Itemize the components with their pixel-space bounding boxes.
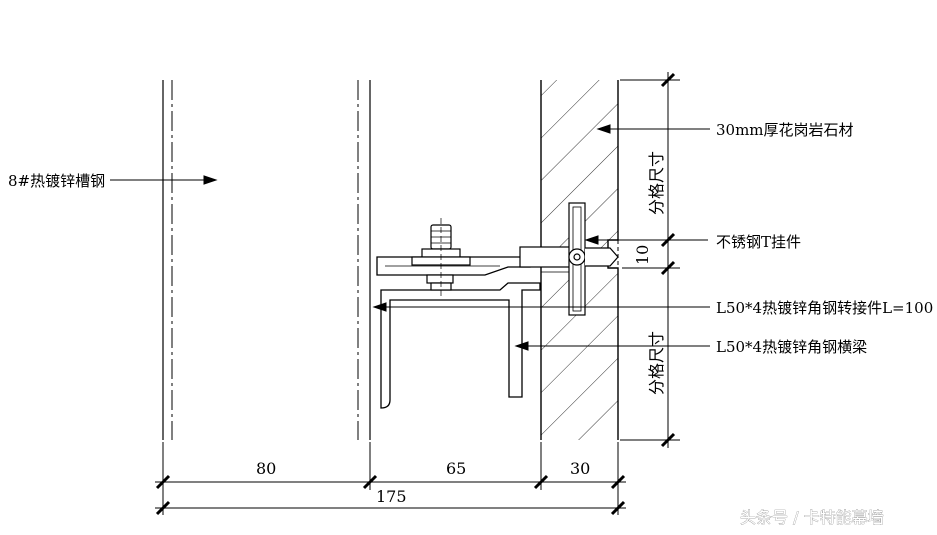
label-angle-beam: L50*4热镀锌角钢横梁 [716, 338, 867, 356]
channel-steel [162, 80, 371, 440]
label-gap-10: 10 [633, 245, 652, 265]
dim-65: 65 [446, 459, 466, 478]
dim-175: 175 [376, 487, 407, 506]
dim-30: 30 [570, 459, 590, 478]
bottom-dimensions [155, 442, 626, 516]
label-grid-size-bottom: 分格尺寸 [647, 331, 666, 395]
dim-80: 80 [256, 459, 276, 478]
label-grid-size-top: 分格尺寸 [647, 151, 666, 215]
leader-lines [110, 124, 710, 351]
label-angle-connector: L50*4热镀锌角钢转接件L=100 [716, 299, 933, 317]
label-t-hanger: 不锈钢T挂件 [716, 233, 801, 251]
t-hanger [519, 202, 619, 316]
grid-dimension [620, 72, 680, 448]
watermark: 头条号 / 卡特能幕墙 [740, 508, 884, 527]
label-channel-steel: 8#热镀锌槽钢 [8, 172, 105, 190]
bolt-assembly [411, 218, 471, 298]
label-granite: 30mm厚花岗岩石材 [716, 121, 854, 139]
angle-connector [376, 256, 541, 409]
